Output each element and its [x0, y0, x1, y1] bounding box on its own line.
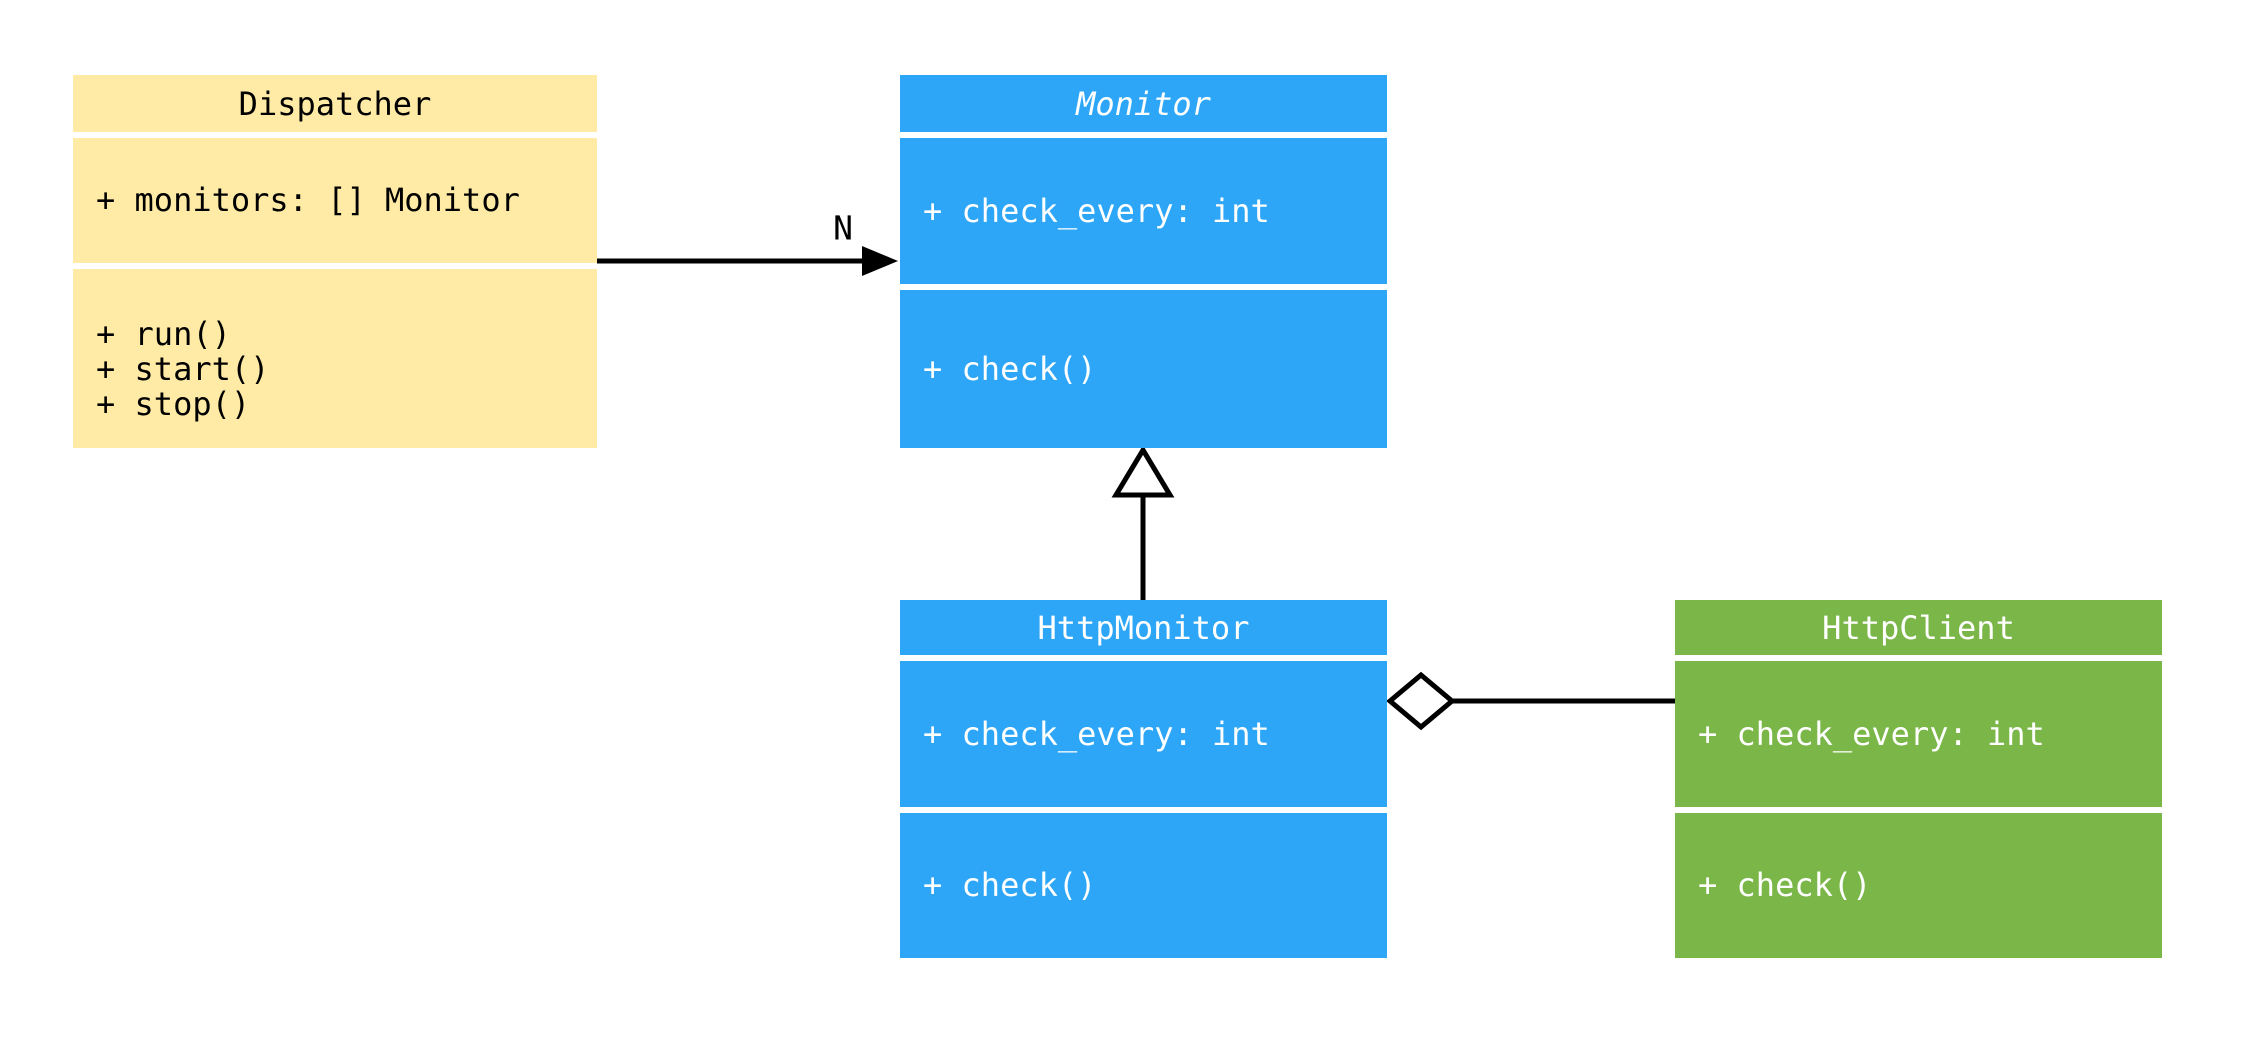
methods-section-httpmonitor: + check() [900, 813, 1387, 958]
attributes-section-monitor: + check_every: int [900, 138, 1387, 284]
methods-section-httpclient: + check() [1675, 813, 2162, 958]
attribute-line: + monitors: [] Monitor [96, 181, 520, 219]
method-line: + run() [96, 315, 231, 353]
method-line: + start() [96, 350, 270, 388]
hollow-triangle-icon [1111, 445, 1175, 498]
class-title-httpmonitor: HttpMonitor [900, 600, 1387, 655]
method-line: + check() [923, 866, 1097, 904]
filled-arrowhead-icon [862, 246, 898, 276]
attribute-line: + check_every: int [1698, 714, 2045, 753]
method-line: + stop() [96, 385, 251, 423]
class-title-monitor: Monitor [900, 75, 1387, 132]
method-line: + check() [1698, 866, 1872, 904]
class-box-httpmonitor: HttpMonitor + check_every: int + check() [900, 600, 1387, 958]
class-box-monitor: Monitor + check_every: int + check() [900, 75, 1387, 448]
attributes-section-httpmonitor: + check_every: int [900, 661, 1387, 807]
attribute-line: + check_every: int [923, 191, 1270, 230]
attributes-section-httpclient: + check_every: int [1675, 661, 2162, 807]
class-title-httpclient: HttpClient [1675, 600, 2162, 655]
class-title-dispatcher: Dispatcher [73, 75, 597, 132]
method-line: + check() [923, 349, 1097, 388]
hollow-diamond-icon [1386, 671, 1456, 731]
methods-section-monitor: + check() [900, 290, 1387, 448]
class-box-dispatcher: Dispatcher + monitors: [] Monitor + run(… [73, 75, 597, 448]
attributes-section-dispatcher: + monitors: [] Monitor [73, 138, 597, 263]
class-box-httpclient: HttpClient + check_every: int + check() [1675, 600, 2162, 958]
multiplicity-label: N [833, 208, 853, 248]
methods-section-dispatcher: + run() + start() + stop() [73, 269, 597, 448]
attribute-line: + check_every: int [923, 714, 1270, 753]
